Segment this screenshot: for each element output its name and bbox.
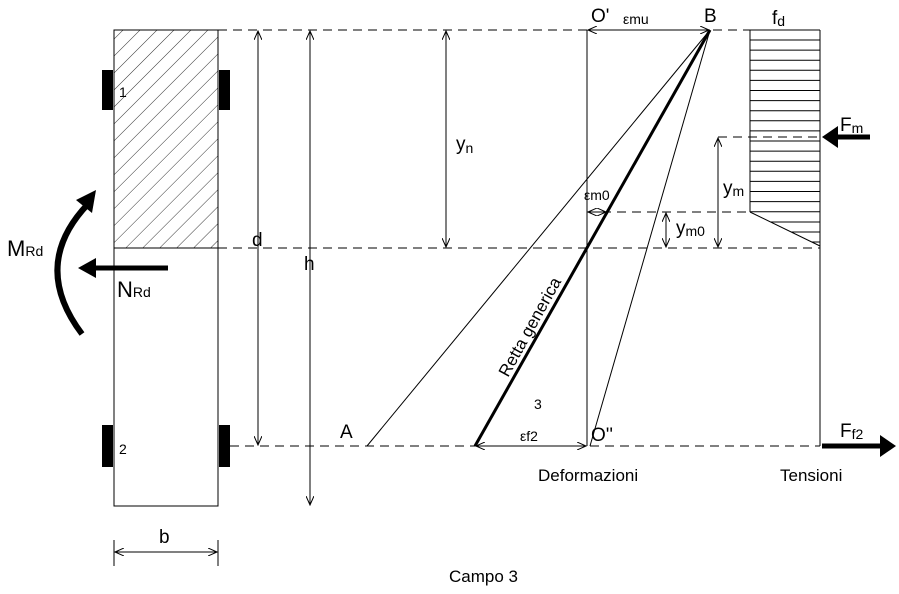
- nrd-arrow: [78, 258, 96, 278]
- label-o-prime: O': [591, 6, 609, 27]
- reference-dashed-lines: [218, 29, 820, 447]
- label-a-point: A: [340, 422, 353, 443]
- label-yn: yn: [456, 134, 473, 156]
- label-d: d: [252, 230, 263, 251]
- dimension-lines: [113, 30, 718, 566]
- label-bar-1: 1: [119, 84, 127, 100]
- label-eps-f2: εf2: [520, 428, 538, 444]
- label-fm: Fm: [840, 115, 863, 136]
- ff2-arrow: [880, 435, 896, 457]
- label-mrd: MRd: [7, 236, 43, 261]
- retta-generica-line: [473, 29, 712, 447]
- label-retta-generica: Retta generica: [495, 274, 565, 380]
- cross-section: [102, 29, 230, 507]
- label-eps-m0: εm0: [584, 187, 610, 203]
- mrd-arc: [54, 201, 91, 336]
- label-eps-mu: εmu: [623, 11, 649, 27]
- label-b-width: b: [159, 527, 170, 548]
- force-arrows: [54, 126, 896, 457]
- mrd-arrowhead: [76, 190, 96, 213]
- label-b-point: B: [704, 6, 717, 27]
- label-ym: ym: [723, 178, 744, 199]
- stress-hatch-line: [749, 211, 821, 247]
- label-fd: fd: [772, 8, 785, 29]
- rebar-1-right: [219, 70, 230, 110]
- rebar-1-left: [102, 70, 113, 110]
- label-ym0: ym0: [676, 218, 705, 239]
- label-nrd: NRd: [117, 277, 151, 302]
- rebar-2-left: [102, 425, 113, 467]
- fm-arrow: [822, 126, 838, 148]
- strain-diagram: [366, 29, 712, 447]
- label-o-double: O'': [591, 425, 613, 446]
- label-ff2: Ff2: [840, 421, 863, 442]
- caption: Campo 3: [449, 567, 518, 586]
- label-deformazioni: Deformazioni: [538, 466, 638, 485]
- label-h: h: [304, 254, 315, 275]
- stress-diagram: [749, 29, 821, 446]
- label-field-number: 3: [534, 396, 542, 412]
- rebar-2-right: [219, 425, 230, 467]
- label-bar-2: 2: [119, 441, 127, 457]
- compressed-zone: [113, 29, 219, 249]
- label-tensioni: Tensioni: [780, 466, 842, 485]
